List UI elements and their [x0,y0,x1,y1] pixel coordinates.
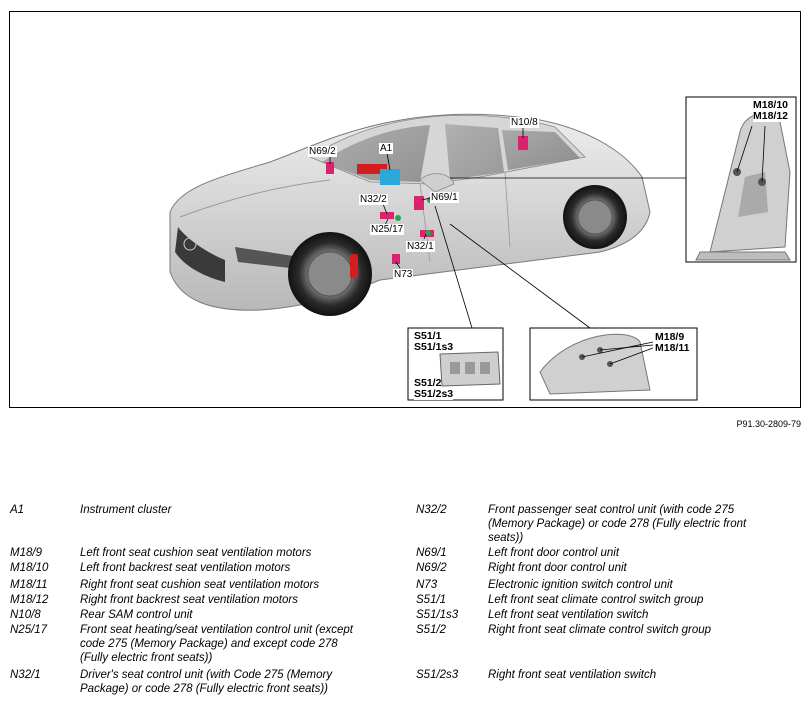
legend-desc: Electronic ignition switch control unit [488,579,673,591]
legend-code: N32/2 [416,504,447,516]
callout-n25-17: N25/17 [370,224,405,235]
a1-instrument-cluster-marker [380,169,400,185]
dashboard-red-marker [357,164,387,174]
inset-label-s51-2: S51/2 [414,377,442,389]
legend-code: A1 [10,504,25,516]
legend-desc: Left front backrest seat ventilation mot… [80,562,291,574]
legend-desc: seats)) [488,532,524,544]
n69-1-marker [414,196,424,210]
legend-desc: Right front seat ventilation switch [488,669,657,681]
car-diagram [169,96,797,401]
legend-code: N73 [416,579,438,591]
inset-backrest-seat [685,96,797,263]
legend-desc: Right front seat cushion seat ventilatio… [80,579,320,591]
legend-desc: Left front seat cushion seat ventilation… [80,547,312,559]
inset-label-m18-10: M18/10 [753,99,789,111]
legend-desc: (Memory Package) or code 278 (Fully elec… [488,518,747,530]
legend-desc: Instrument cluster [80,504,172,516]
legend-code: M18/11 [10,579,48,591]
callout-n69-1: N69/1 [430,192,459,203]
legend-desc: code 275 (Memory Package) and except cod… [80,638,338,650]
inset-label-s51-1: S51/1 [414,330,442,342]
n69-2-marker [326,162,334,174]
callout-n10-8: N10/8 [510,117,539,128]
legend-code: S51/1s3 [416,609,459,621]
inset-cushion-seat [529,327,698,401]
callout-n32-2: N32/2 [359,194,388,205]
callout-a1: A1 [379,143,394,154]
legend-desc: Right front seat climate control switch … [488,624,712,636]
legend-desc: Front seat heating/seat ventilation cont… [80,624,353,636]
legend-desc: Front passenger seat control unit (with … [488,504,735,516]
legend-desc: (Fully electric front seats)) [80,652,213,664]
inset-label-m18-9: M18/9 [655,331,685,343]
diagram-frame: N69/2 A1 N10/8 N32/2 N69/1 N25/17 N32/1 … [9,11,801,408]
legend-code: S51/1 [416,594,447,606]
legend-code: M18/9 [10,547,42,559]
legend-desc: Left front door control unit [488,547,620,559]
legend-code: N25/17 [10,624,48,636]
n73-marker [392,254,400,264]
callout-n69-2: N69/2 [308,146,337,157]
legend-desc: Rear SAM control unit [80,609,193,621]
car-illustration [169,113,651,316]
legend-code: N69/2 [416,562,447,574]
inset-label-s51-1s3: S51/1s3 [414,341,454,353]
legend-desc: Right front door control unit [488,562,627,574]
figure-reference: P91.30-2809-79 [736,419,801,429]
legend-desc: Left front seat climate control switch g… [488,594,704,606]
inset-label-s51-2s3: S51/2s3 [414,388,454,400]
legend-code: M18/12 [10,594,49,606]
legend-code: S51/2 [416,624,447,636]
legend-desc: Package) or code 278 (Fully electric fro… [80,683,328,695]
n10-8-marker [518,136,528,150]
callout-n32-1: N32/1 [406,241,435,252]
legend-code: M18/10 [10,562,49,574]
legend-code: N32/1 [10,669,41,681]
inset-label-m18-12: M18/12 [753,110,789,122]
callout-n73: N73 [393,269,414,280]
leader-lines [329,128,686,329]
inset-label-m18-11: M18/11 [655,342,690,354]
legend-desc: Right front backrest seat ventilation mo… [80,594,298,606]
n32-2-marker [380,212,394,219]
legend-desc: Left front seat ventilation switch [488,609,649,621]
legend-code: N10/8 [10,609,41,621]
legend-code: N69/1 [416,547,447,559]
legend-desc: Driver's seat control unit (with Code 27… [80,669,333,681]
legend-code: S51/2s3 [416,669,459,681]
